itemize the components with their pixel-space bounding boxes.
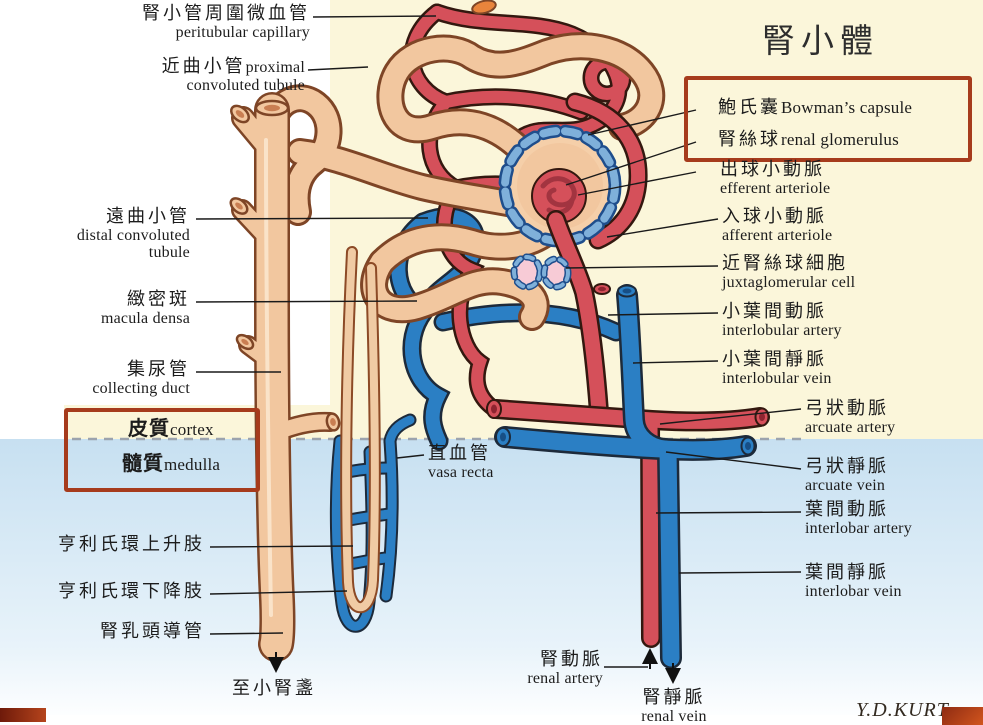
label-proximal-convoluted-tubule: 近曲小管proximal convoluted tubule (161, 56, 305, 94)
label-interlobular-artery: 小葉間動脈 interlobular artery (722, 301, 842, 339)
label-afferent-arteriole: 入球小動脈 afferent arteriole (722, 206, 833, 244)
signature: Y.D.KURT (856, 699, 949, 721)
label-henle-ascending-limb: 亨利氏環上升肢 (58, 534, 205, 554)
label-lines (195, 15, 802, 668)
label-efferent-arteriole: 出球小動脈 efferent arteriole (720, 159, 831, 197)
efferent-arteriole-and-interlobular-artery (546, 210, 609, 422)
label-cortex: 皮質cortex (128, 418, 214, 440)
label-papillary-duct: 腎乳頭導管 (100, 621, 205, 641)
duct-highlight (264, 138, 273, 617)
page-title: 腎小體 (762, 22, 879, 59)
venous-trunks (494, 283, 757, 669)
label-interlobular-vein: 小葉間靜脈 interlobular vein (722, 349, 832, 387)
label-henle-descending-limb: 亨利氏環下降肢 (58, 581, 205, 601)
juxtaglomerular-cells (510, 253, 572, 291)
label-renal-artery: 腎動脈 renal artery (527, 649, 603, 687)
loop-of-henle (340, 246, 381, 614)
label-bowmans-capsule: 鮑氏囊Bowman’s capsule (718, 97, 913, 117)
label-interlobar-vein: 葉間靜脈 interlobar vein (805, 562, 902, 600)
flow-arrows (268, 648, 681, 684)
label-interlobar-artery: 葉間動脈 interlobar artery (805, 499, 912, 537)
collecting-duct (229, 92, 341, 662)
cortex-medulla-highlight-box (64, 408, 260, 492)
afferent-arteriole (565, 92, 648, 250)
label-collecting-duct: 集尿管 collecting duct (92, 359, 190, 397)
slide-accent-bar-left (0, 708, 46, 722)
label-to-minor-calyx: 至小腎盞 (232, 678, 316, 698)
label-renal-glomerulus: 腎絲球renal glomerulus (718, 129, 899, 149)
label-renal-vein: 腎靜脈 renal vein (641, 687, 707, 725)
tubule-clip (471, 0, 497, 15)
label-vasa-recta: 直血管 vasa recta (428, 443, 494, 481)
bowman-capsule (498, 124, 622, 248)
label-distal-convoluted-tubule: 遠曲小管 distal convoluted tubule (76, 206, 190, 262)
label-macula-densa: 緻密斑 macula densa (100, 289, 190, 327)
label-arcuate-artery: 弓狀動脈 arcuate artery (805, 398, 896, 436)
label-peritubular-capillary: 腎小管周圍微血管 peritubular capillary (142, 3, 310, 41)
label-medulla: 髓質medulla (122, 453, 221, 475)
bowman-glomerulus-highlight-box (684, 76, 972, 162)
label-juxtaglomerular-cell: 近腎絲球細胞 juxtaglomerular cell (722, 253, 856, 291)
slide-accent-bar-right (942, 707, 983, 725)
label-arcuate-vein: 弓狀靜脈 arcuate vein (805, 456, 889, 494)
